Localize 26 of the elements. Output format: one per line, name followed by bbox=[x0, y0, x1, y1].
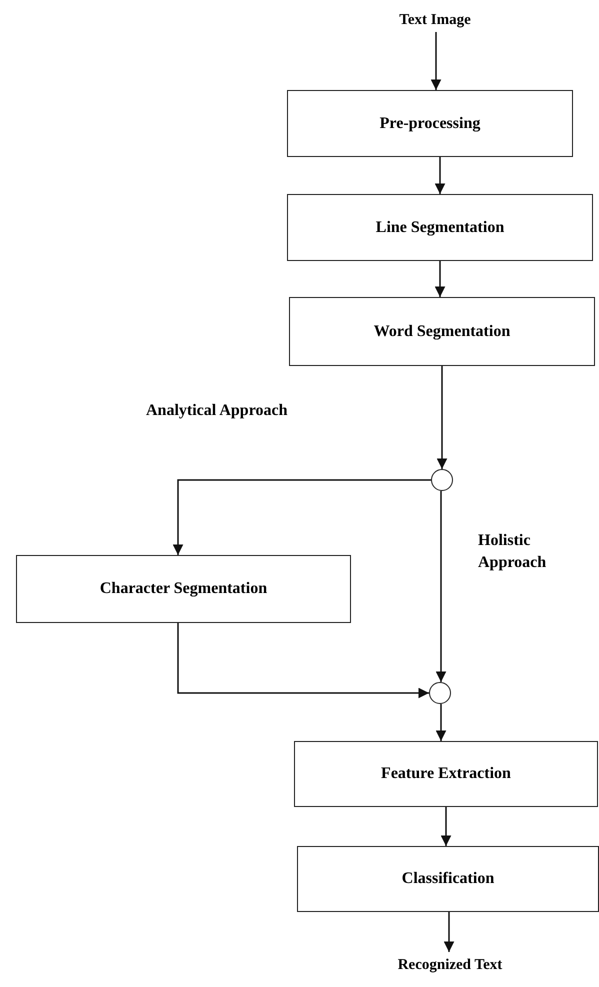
process-box bbox=[287, 90, 573, 157]
terminal-label: Recognized Text bbox=[398, 956, 502, 974]
arrow bbox=[440, 807, 452, 846]
box-label: Character Segmentation bbox=[100, 580, 268, 598]
process-box bbox=[297, 846, 599, 912]
arrow bbox=[436, 366, 448, 469]
arrow bbox=[434, 261, 446, 297]
process-box bbox=[287, 194, 593, 261]
junction-circle bbox=[429, 682, 451, 704]
arrow bbox=[430, 32, 442, 90]
arrow bbox=[172, 479, 431, 555]
box-label: Feature Extraction bbox=[381, 765, 511, 783]
arrow bbox=[436, 491, 446, 682]
process-box bbox=[294, 741, 598, 807]
arrow bbox=[434, 157, 446, 194]
box-label: Classification bbox=[402, 870, 494, 888]
terminal-label: Text Image bbox=[399, 12, 471, 28]
box-label: Line Segmentation bbox=[376, 218, 504, 236]
process-box bbox=[289, 297, 595, 366]
arrow bbox=[177, 623, 429, 698]
arrow bbox=[444, 912, 454, 952]
junction-circle bbox=[431, 469, 453, 491]
process-box bbox=[16, 555, 351, 623]
box-label: Pre-processing bbox=[380, 114, 480, 132]
box-label: Word Segmentation bbox=[374, 322, 510, 340]
arrow bbox=[436, 704, 446, 741]
